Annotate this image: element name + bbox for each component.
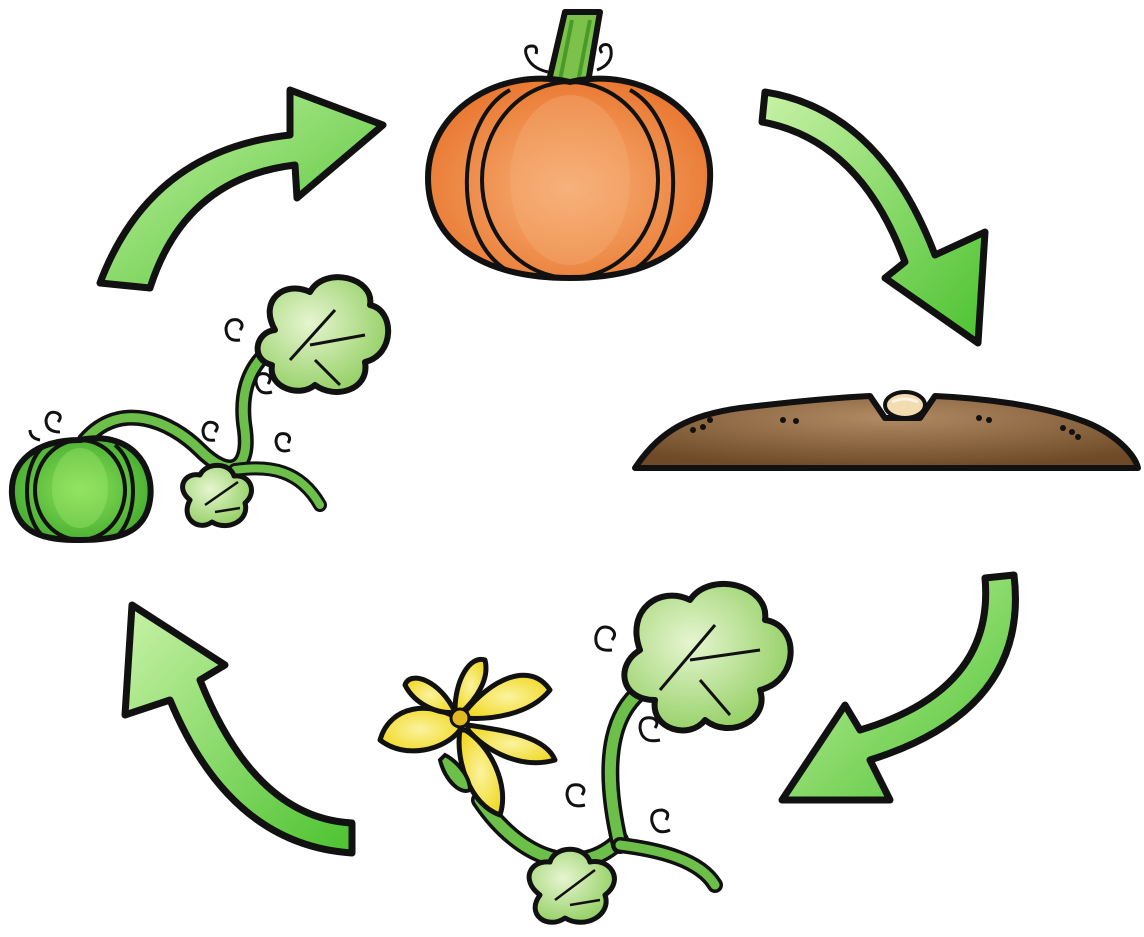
vine-with-flower-icon: [380, 584, 791, 922]
arrow-to-green-pumpkin: [125, 605, 352, 853]
seed-in-soil-icon: [635, 392, 1138, 468]
arrow-to-seed: [762, 92, 985, 343]
ripe-pumpkin-icon: [428, 12, 710, 278]
green-pumpkin-icon: [12, 438, 151, 540]
flower-center-icon: [451, 709, 469, 727]
yellow-flower-icon: [380, 659, 555, 815]
seed-icon: [885, 392, 925, 418]
arrow-to-pumpkin: [100, 90, 383, 288]
vine-with-green-pumpkin-icon: [12, 277, 388, 540]
arrow-to-flower: [782, 575, 1015, 800]
